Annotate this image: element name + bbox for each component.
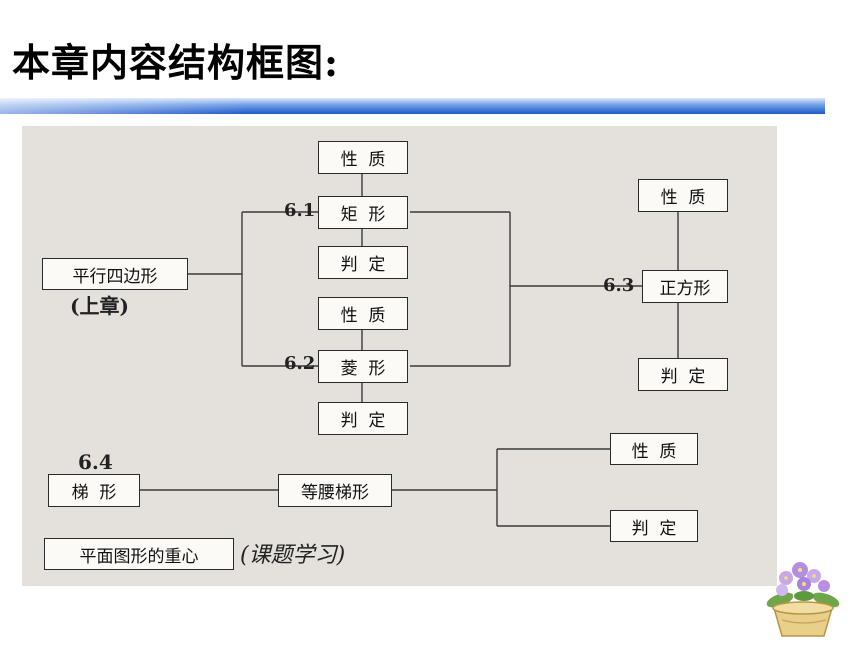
node-rectangle-criteria: 判 定 [318,246,408,279]
node-rhombus-properties: 性 质 [318,297,408,330]
diagram-connectors [140,174,679,527]
node-square-criteria: 判 定 [638,358,728,391]
node-rhombus-criteria: 判 定 [318,402,408,435]
label-research-study: (课题学习) [240,543,346,568]
node-rectangle: 矩 形 [318,196,408,229]
node-square: 正方形 [642,270,728,303]
node-trapezoid-criteria: 判 定 [610,510,698,542]
node-isosceles-trapezoid: 等腰梯形 [278,474,392,507]
flower-pot-icon [766,562,840,637]
label-section-6-3: 6.3 [603,275,635,296]
node-parallelogram: 平行四边形 [42,258,188,290]
page-title: 本章内容结构框图: [12,40,340,85]
node-centroid: 平面图形的重心 [44,538,234,570]
node-rhombus: 菱 形 [318,350,408,383]
title-underline-bar [0,98,825,114]
node-trapezoid-properties: 性 质 [610,433,698,465]
label-section-6-2: 6.2 [284,353,316,374]
node-rectangle-properties: 性 质 [318,141,408,174]
label-section-6-4: 6.4 [78,450,113,474]
node-square-properties: 性 质 [638,179,728,212]
node-trapezoid: 梯 形 [48,474,140,507]
label-previous-chapter: (上章) [70,294,129,318]
label-section-6-1: 6.1 [284,200,316,221]
